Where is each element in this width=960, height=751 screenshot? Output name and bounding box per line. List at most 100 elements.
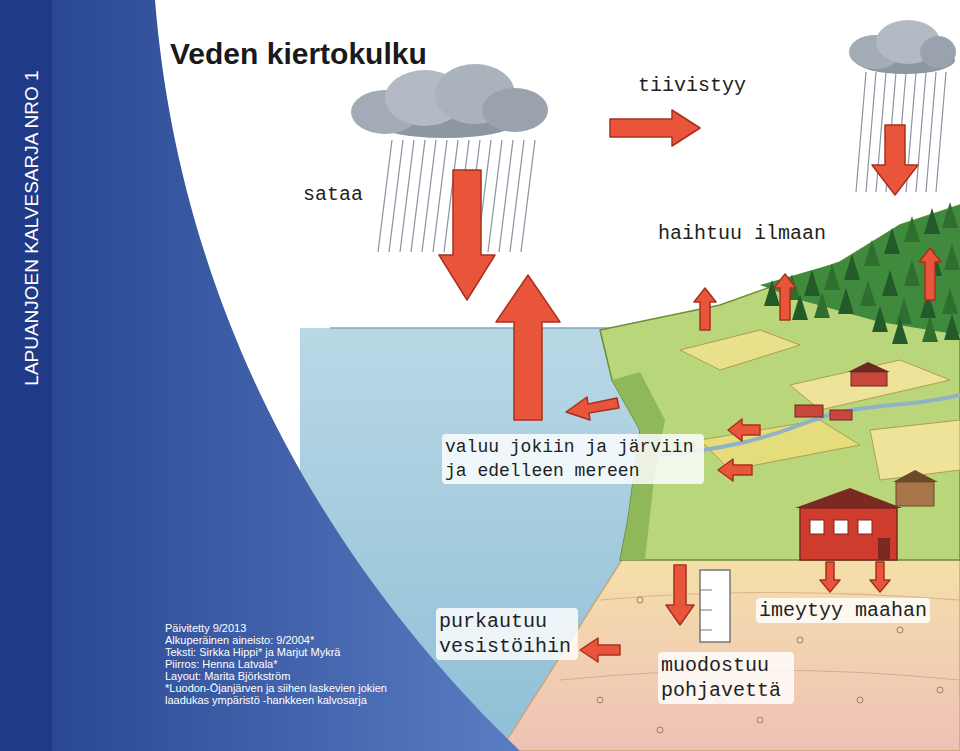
tree — [944, 244, 960, 270]
pebbles — [597, 597, 943, 733]
process-label: muodostuu pohjavettä — [658, 652, 794, 704]
tree — [860, 280, 876, 306]
well-pipe — [700, 570, 730, 642]
condensation-arrow — [610, 110, 700, 146]
pebble — [657, 727, 663, 733]
runoff-arrow — [718, 459, 752, 481]
evaporation-arrow — [774, 274, 796, 320]
cloud — [849, 20, 956, 74]
credit-line: Teksti: Sirkka Hippi* ja Marjut Mykrä — [165, 646, 340, 658]
tree — [882, 270, 898, 296]
house-wall — [800, 508, 897, 560]
tree — [792, 294, 808, 320]
land — [600, 205, 960, 560]
tree — [942, 202, 958, 228]
process-label: sataa — [300, 182, 366, 207]
house-window — [834, 520, 848, 534]
small-house — [848, 362, 890, 386]
house-wall — [896, 482, 934, 506]
cloud-part — [920, 36, 956, 68]
rain-arrow — [872, 125, 918, 195]
river — [660, 395, 960, 455]
evaporation-arrow — [919, 248, 941, 300]
pebble — [757, 717, 763, 723]
tree — [904, 216, 920, 242]
credit-line: Päivitetty 9/2013 — [165, 622, 246, 634]
well-mark — [700, 610, 712, 611]
house-roof — [893, 470, 938, 482]
well-mark — [700, 590, 712, 591]
rain-line — [488, 140, 502, 252]
credit-line: Layout: Marita Björkström — [165, 670, 290, 682]
house-window — [810, 520, 824, 534]
pebble — [597, 697, 603, 703]
tree — [804, 270, 820, 296]
house-wall — [830, 410, 852, 420]
series-label: LAPUANJOEN KALVESARJA NRO 1 — [20, 38, 44, 418]
rain-line — [389, 140, 403, 252]
process-label: tiivistyy — [638, 74, 746, 97]
rain-line — [499, 140, 513, 252]
evaporation-arrow — [694, 288, 716, 330]
rain-line — [856, 72, 866, 192]
discharge-arrow — [580, 638, 620, 662]
cloud-part — [482, 88, 548, 132]
tree — [844, 254, 860, 280]
process-label: imeytyy maahan — [756, 598, 930, 623]
house-window — [858, 520, 872, 534]
rain-arrow — [439, 170, 495, 300]
rain-line — [916, 72, 926, 192]
tree — [944, 314, 960, 340]
runoff-arrow — [728, 419, 760, 441]
tree — [814, 292, 830, 318]
field — [680, 330, 800, 370]
tree — [884, 228, 900, 254]
runoff-arrow — [566, 397, 619, 420]
tree — [896, 298, 912, 324]
small-house — [795, 405, 852, 420]
rain-line — [422, 140, 436, 252]
rain-line — [411, 140, 425, 252]
credit-line: Alkuperäinen aineisto: 9/2004* — [165, 634, 314, 646]
pebble — [857, 697, 863, 703]
process-label: valuu jokiin ja järviin ja edelleen mere… — [442, 434, 704, 484]
process-label: haihtuu ilmaan — [658, 222, 826, 245]
tree — [892, 318, 908, 344]
evaporation-arrow — [496, 275, 560, 420]
tree — [924, 208, 940, 234]
house-door — [878, 538, 890, 560]
rain-line — [378, 140, 392, 252]
house-roof — [795, 488, 902, 508]
horizon-line — [330, 327, 640, 329]
rain-line — [400, 140, 414, 252]
credit-line: *Luodon-Öjanjärven ja siihen laskevien j… — [165, 682, 425, 706]
well-mark — [700, 630, 712, 631]
rain-line — [510, 140, 524, 252]
house-wall — [795, 405, 823, 417]
rain-line — [521, 140, 535, 252]
pebble — [797, 637, 803, 643]
house-wall — [851, 372, 887, 386]
tree — [872, 306, 888, 332]
rain-line — [433, 140, 447, 252]
house-roof — [848, 362, 890, 372]
tree — [864, 240, 880, 266]
small-house — [893, 470, 938, 506]
infiltration-arrow — [666, 565, 694, 625]
infiltration-arrow — [870, 562, 890, 592]
pebble — [937, 687, 943, 693]
tree — [838, 288, 854, 314]
rain-line — [926, 72, 936, 192]
pebble — [637, 597, 643, 603]
process-label: purkautuu vesistöihin — [436, 608, 578, 660]
house — [795, 488, 902, 560]
tree — [942, 288, 958, 314]
infiltration-arrow — [820, 562, 840, 592]
pebble — [897, 627, 903, 633]
cloud — [351, 64, 548, 138]
tree — [824, 264, 840, 290]
process-arrows — [439, 110, 941, 662]
diagram-title: Veden kiertokulku — [170, 36, 427, 72]
credit-line: Piirros: Henna Latvala* — [165, 658, 278, 670]
